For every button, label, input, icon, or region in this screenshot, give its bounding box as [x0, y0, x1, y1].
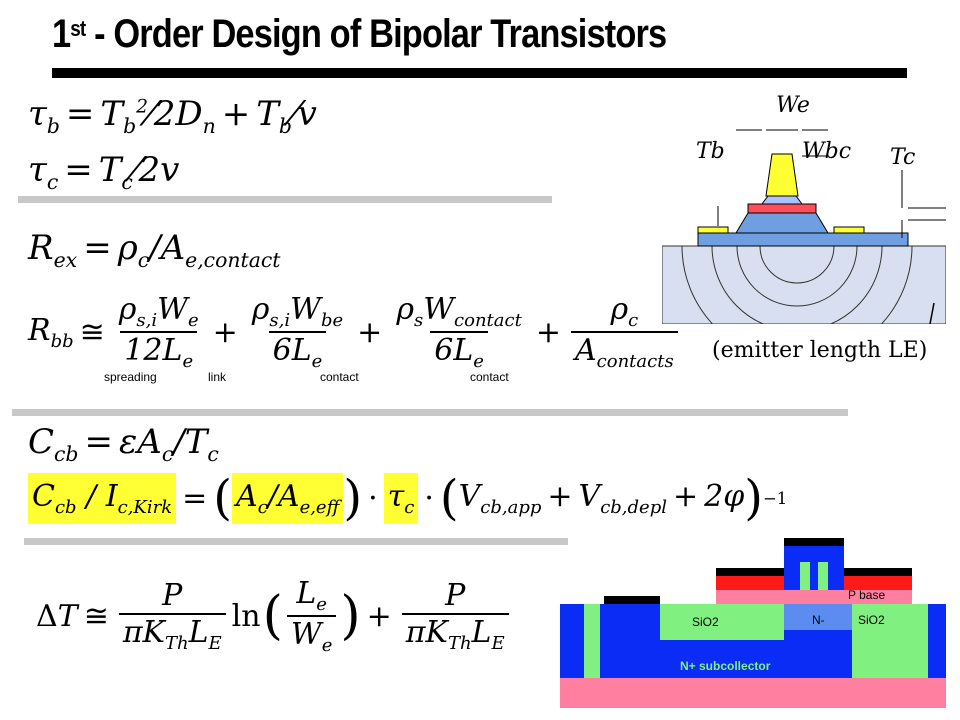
highlight-ccb-ikirk: Ccb / Ic,Kirk [28, 472, 177, 524]
title-underline [52, 68, 907, 78]
label-sio2-left: SiO2 [692, 615, 719, 629]
highlight-tau-c: τc [383, 472, 419, 524]
device-cross-section-diagram: P base SiO2 N- SiO2 N+ subcollector [560, 538, 946, 708]
divider-2 [12, 409, 848, 416]
equation-tau-c: τc=Tc⁄2v [28, 150, 180, 194]
transistor-cross-section-diagram: We Tb Wbc Tc [662, 93, 946, 324]
label-subcollector: N+ subcollector [680, 659, 771, 673]
label-n-minus: N- [812, 613, 825, 627]
equation-c-cb-kirk: Ccb / Ic,Kirk = ( Ac/Ae,eff ) · τc · ( V… [28, 470, 787, 526]
emitter-length-caption: (emitter length LE) [712, 338, 928, 363]
term-label-link: link [208, 370, 227, 384]
term-label-contact-2: contact [470, 370, 509, 384]
page-title: 1st - Order Design of Bipolar Transistor… [52, 12, 667, 56]
label-tb: Tb [696, 139, 725, 164]
label-wbc: Wbc [802, 139, 851, 164]
label-we: We [776, 93, 810, 118]
equation-c-cb: Ccb=εAc/Tc [28, 422, 219, 466]
label-sio2-right: SiO2 [858, 613, 885, 627]
term-label-contact-1: contact [320, 370, 359, 384]
highlight-area-ratio: Ac/Ae,eff [232, 472, 344, 524]
equation-tau-b: τb=Tb2⁄2Dn+Tb⁄v [28, 94, 317, 138]
label-p-base: P base [848, 588, 885, 602]
term-label-spreading: spreading [104, 370, 157, 384]
divider-1 [18, 196, 552, 203]
equation-r-ex: Rex=ρc/Ae,contact [28, 228, 281, 272]
label-tc: Tc [890, 145, 915, 170]
divider-3 [24, 538, 568, 545]
